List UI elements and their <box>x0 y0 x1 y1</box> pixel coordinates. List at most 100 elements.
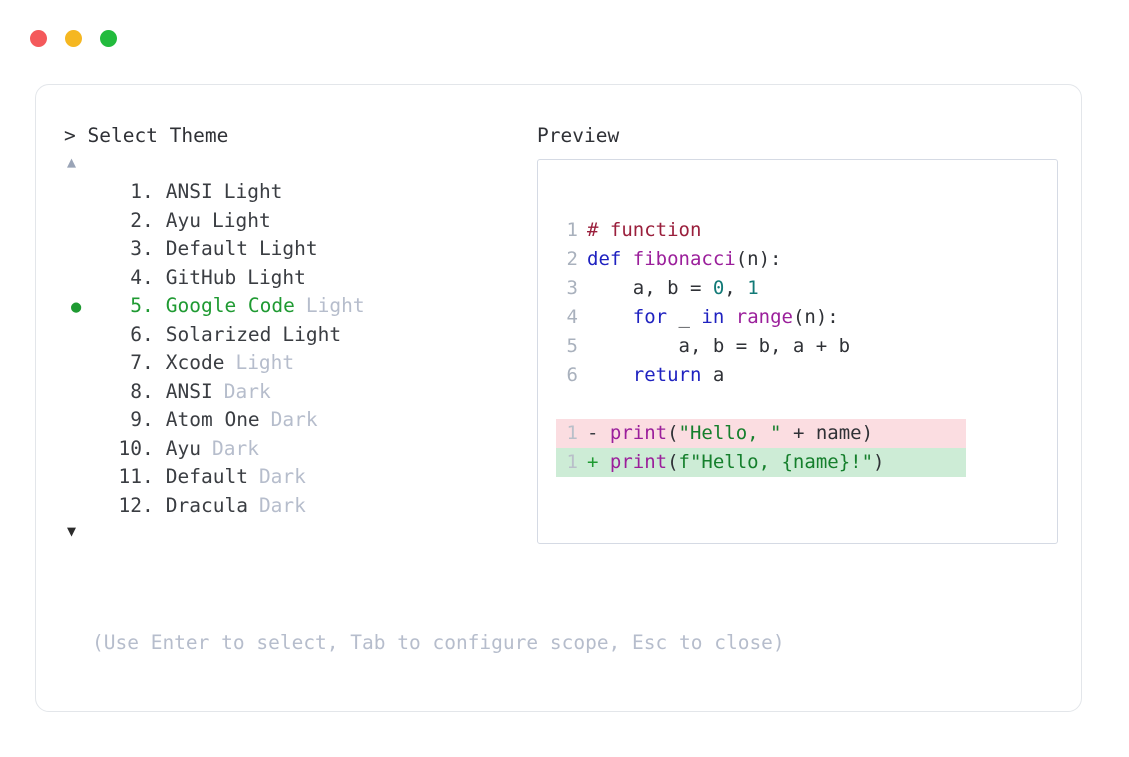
theme-item-name: Default <box>165 237 248 260</box>
code-token: print <box>609 451 668 473</box>
code-line-content: def fibonacci(n): <box>587 245 781 274</box>
close-window-button[interactable] <box>30 30 47 47</box>
code-line-number: 5 <box>566 335 578 357</box>
code-spacer <box>556 390 1057 419</box>
theme-item-name: GitHub <box>165 265 237 289</box>
code-line-number: 4 <box>566 306 578 328</box>
diff-line-removed: 1- print("Hello, " + name) <box>556 419 966 448</box>
theme-item-index-dot: . <box>142 436 154 460</box>
theme-item-variant: Light <box>235 351 295 374</box>
code-line-number: 6 <box>566 364 578 386</box>
theme-list-item[interactable]: 10. Ayu Dark <box>64 435 534 464</box>
minimize-window-button[interactable] <box>65 30 82 47</box>
code-token: ( <box>667 422 679 444</box>
theme-item-variant: Dark <box>270 408 318 431</box>
scroll-down-arrow-icon[interactable]: ▼ <box>67 522 77 540</box>
code-line-content: a, b = b, a + b <box>587 332 851 361</box>
theme-list-item[interactable]: 4. GitHub Light <box>64 264 534 293</box>
scroll-up-arrow-icon[interactable]: ▲ <box>67 153 77 171</box>
theme-item-variant: Dark <box>258 465 306 488</box>
theme-item-name: ANSI <box>165 180 213 203</box>
code-line-content: return a <box>587 361 725 390</box>
code-token: a, b = b, a + b <box>587 335 851 357</box>
diff-block: 1- print("Hello, " + name)1+ print(f"Hel… <box>556 419 1057 477</box>
theme-item-index-dot: . <box>142 408 154 431</box>
theme-item-name: Solarized <box>165 322 272 346</box>
code-token: return <box>632 364 702 386</box>
theme-item-name: Atom One <box>165 408 260 431</box>
theme-item-variant: Dark <box>223 379 271 403</box>
code-token: fibonacci <box>632 248 736 270</box>
code-token: 0 <box>712 277 725 299</box>
code-token: # function <box>587 219 702 241</box>
code-token: 1 <box>747 277 759 299</box>
code-token: + name) <box>781 422 874 444</box>
code-token: _ <box>667 306 702 328</box>
theme-item-index: 8 <box>130 379 142 403</box>
keyboard-hint: (Use Enter to select, Tab to configure s… <box>92 631 785 654</box>
theme-item-index-dot: . <box>142 265 154 289</box>
theme-item-index-dot: . <box>142 465 154 488</box>
theme-item-index-dot: . <box>142 180 154 203</box>
theme-item-index: 4 <box>130 265 142 289</box>
diff-line-number: 1 <box>566 451 578 473</box>
maximize-window-button[interactable] <box>100 30 117 47</box>
diff-line-number: 1 <box>566 422 578 444</box>
code-token: (n): <box>735 248 782 270</box>
theme-item-name: ANSI <box>165 379 213 403</box>
theme-item-index: 3 <box>130 237 142 260</box>
theme-item-index: 1 <box>130 180 142 203</box>
theme-item-variant: Dark <box>211 436 259 460</box>
code-token: def <box>587 248 633 270</box>
code-line-number: 1 <box>566 219 578 241</box>
code-token: f"Hello, {name}!" <box>678 451 874 473</box>
preview-title: Preview <box>537 124 620 147</box>
theme-item-index-dot: . <box>142 208 154 232</box>
code-token: ) <box>873 451 885 473</box>
code-line-number: 3 <box>566 277 578 299</box>
code-line-number: 2 <box>566 248 578 270</box>
code-line-content: # function <box>587 216 701 245</box>
theme-list-item[interactable]: 1. ANSI Light <box>64 178 534 207</box>
code-token: a <box>701 364 725 386</box>
code-line-content: for _ in range(n): <box>587 303 839 332</box>
code-line: 4 for _ in range(n): <box>556 303 1057 332</box>
code-token <box>724 306 735 328</box>
code-token: range <box>735 306 793 328</box>
theme-item-index-dot: . <box>142 237 154 260</box>
code-token: print <box>609 422 668 444</box>
theme-item-variant: Light <box>223 180 283 203</box>
code-line: 2 def fibonacci(n): <box>556 245 1057 274</box>
code-token: in <box>701 306 725 328</box>
theme-item-index: 5 <box>130 294 142 317</box>
theme-item-index-dot: . <box>142 322 154 346</box>
diff-added-marker: + <box>587 451 610 473</box>
code-token: ( <box>667 451 679 473</box>
theme-item-index: 11 <box>118 465 142 488</box>
theme-item-variant: Light <box>247 265 306 289</box>
theme-item-index: 10 <box>118 436 142 460</box>
theme-item-name: Ayu <box>165 436 201 460</box>
code-token: "Hello, " <box>678 422 782 444</box>
preview-panel: Preview 1 # function 2 def fibonacci(n): 3 a… <box>534 121 1058 544</box>
theme-item-index-dot: . <box>142 294 154 317</box>
theme-item-name: Dracula <box>165 493 248 517</box>
theme-item-index-dot: . <box>142 493 154 517</box>
theme-item-variant: Light <box>305 294 365 317</box>
selected-bullet-icon: ● <box>71 297 82 317</box>
theme-item-variant: Light <box>282 322 342 346</box>
code-token <box>587 306 633 328</box>
code-token: , <box>724 277 748 299</box>
code-token <box>587 364 633 386</box>
